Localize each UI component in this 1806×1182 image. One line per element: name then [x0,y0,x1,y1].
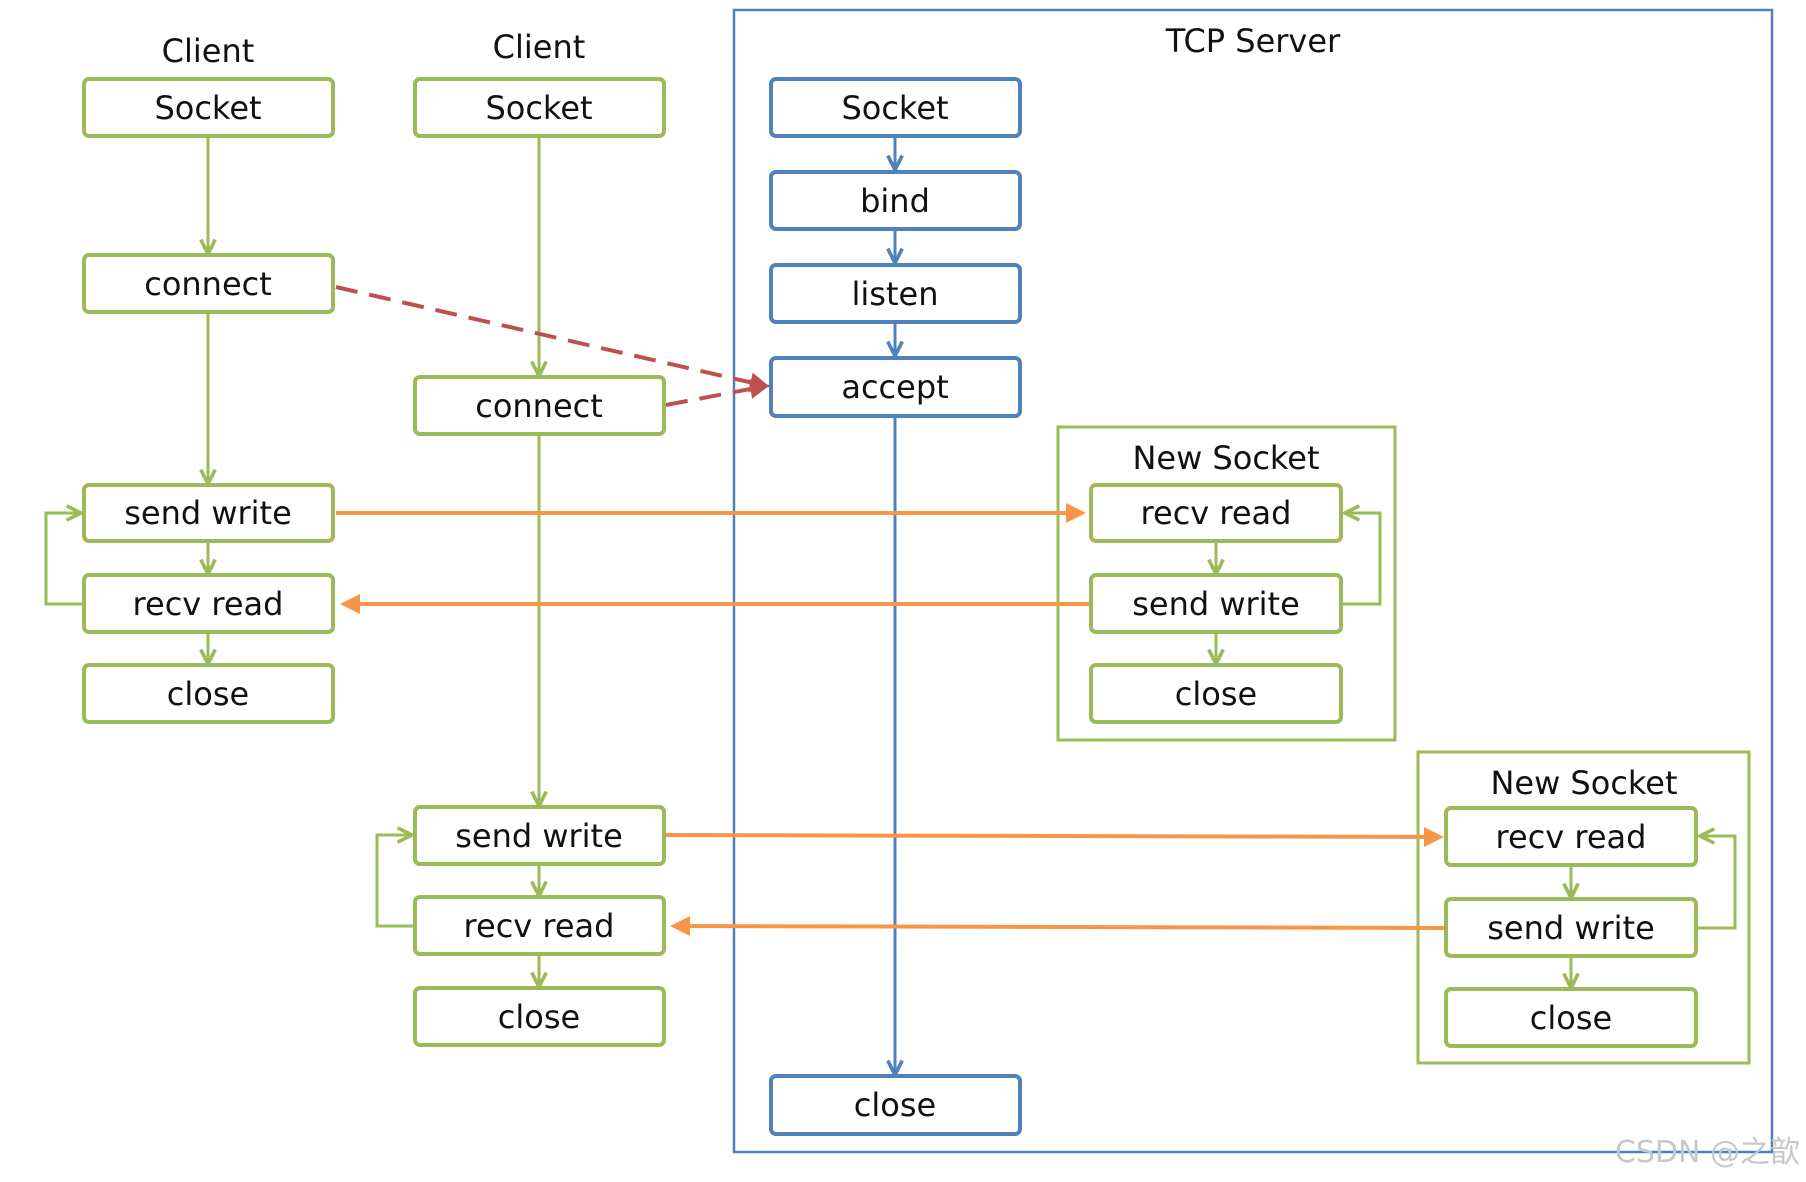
client1-recv-read-label: recv read [133,585,284,623]
watermark-text: CSDN @之歆 [1615,1135,1800,1170]
server-title: TCP Server [1165,22,1341,60]
new-socket1-send-write-label: send write [1132,585,1300,623]
new-socket1-recv-read-box [1089,483,1343,543]
server-column: Socket bind listen accept close [769,77,1022,1136]
client1-close-label: close [167,675,249,713]
new-socket-title-1: New Socket [1132,439,1319,477]
client1-connect-box [82,253,335,314]
client2-column: Client Socket connect send write recv re… [413,28,666,1047]
connect-handshake-lines [335,285,770,407]
server-close-label: close [854,1086,936,1124]
client1-socket-label: Socket [154,89,261,127]
client2-socket-box [413,77,666,138]
server-accept-box [769,356,1022,418]
server-socket-box [769,77,1022,138]
new-socket2-recv-read-box [1444,806,1698,867]
new-socket-title-2: New Socket [1490,764,1677,802]
client2-close-label: close [498,998,580,1036]
new-socket1-column: recv read send write close [1089,483,1343,724]
server-accept-label: accept [841,368,948,406]
new-socket2-send-write-label: send write [1487,909,1655,947]
client2-connect-label: connect [475,387,603,425]
new-socket2-close-label: close [1530,999,1612,1037]
server-bind-label: bind [860,182,930,220]
new-socket2-column: recv read send write close [1444,806,1698,1048]
new-socket-frame-1 [1056,425,1397,742]
server-frame [732,8,1774,1154]
client2-send-write-box [413,805,666,866]
client1-connectors [44,136,208,664]
client1-send-write-label: send write [124,494,292,532]
client2-close-box [413,986,666,1047]
data-flow-arrows [336,503,1447,937]
client2-recv-read-label: recv read [464,907,615,945]
client1-connect-label: connect [144,265,272,303]
client1-socket-box [82,77,335,138]
new-socket1-connectors [1216,513,1382,664]
new-socket2-send-write-box [1444,897,1698,958]
server-listen-box [769,263,1022,324]
server-bind-box [769,170,1022,231]
client2-socket-label: Socket [485,89,592,127]
client2-title: Client [493,28,586,66]
new-socket2-recv-read-label: recv read [1496,818,1647,856]
new-socket2-connectors [1571,836,1737,988]
client1-recv-read-box [82,573,335,634]
new-socket1-send-write-box [1089,573,1343,634]
client2-recv-read-box [413,895,666,956]
client1-close-box [82,663,335,724]
new-socket1-close-label: close [1175,675,1257,713]
client1-column: Client Socket connect send write recv re… [82,32,335,724]
new-socket1-close-box [1089,663,1343,724]
client2-connect-box [413,375,666,436]
client1-title: Client [162,32,255,70]
server-socket-label: Socket [841,89,948,127]
client2-send-write-label: send write [455,817,623,855]
new-socket1-recv-read-label: recv read [1141,494,1292,532]
server-listen-label: listen [852,275,939,313]
new-socket2-close-box [1444,987,1698,1048]
client2-connectors [375,136,539,987]
new-socket-frame-2 [1416,750,1751,1065]
server-close-box [769,1074,1022,1136]
client1-send-write-box [82,483,335,543]
